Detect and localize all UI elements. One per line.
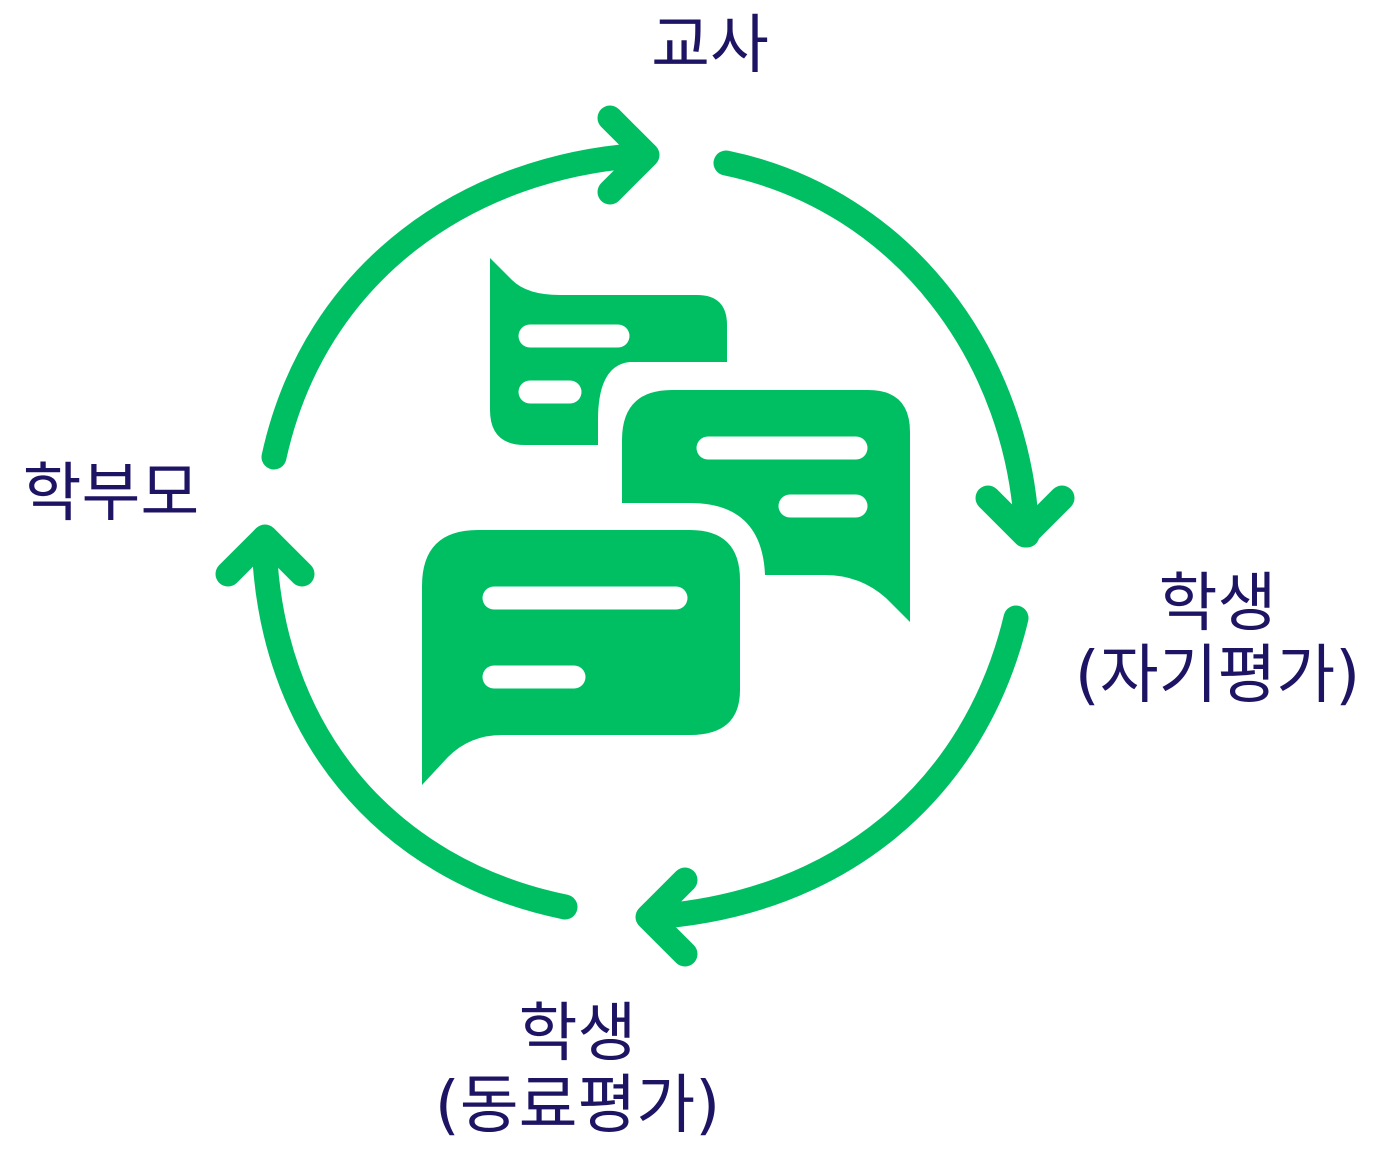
student-peer-eval-line2: (동료평가)	[434, 1069, 721, 1143]
parent-label: 학부모	[6, 458, 216, 530]
arrow-self-eval-to-peer-eval	[635, 605, 1029, 967]
student-self-eval-line2: (자기평가)	[1074, 639, 1361, 713]
student-peer-eval-label: 학생 (동료평가)	[420, 998, 735, 1142]
arrow-teacher-to-self-eval	[713, 150, 1075, 548]
student-peer-eval-line1: 학생	[518, 997, 637, 1071]
student-self-eval-label: 학생 (자기평가)	[1060, 568, 1375, 712]
parent-label-text: 학부모	[22, 457, 200, 531]
student-self-eval-line1: 학생	[1158, 567, 1277, 641]
teacher-label: 교사	[600, 10, 820, 82]
chat-bubbles-icon	[422, 258, 910, 785]
arrow-parent-to-teacher	[261, 105, 660, 470]
teacher-label-text: 교사	[651, 9, 769, 83]
cycle-arrows	[215, 105, 1075, 967]
arrow-peer-eval-to-parent	[215, 524, 578, 920]
chat-bubble-bottom	[422, 530, 740, 785]
